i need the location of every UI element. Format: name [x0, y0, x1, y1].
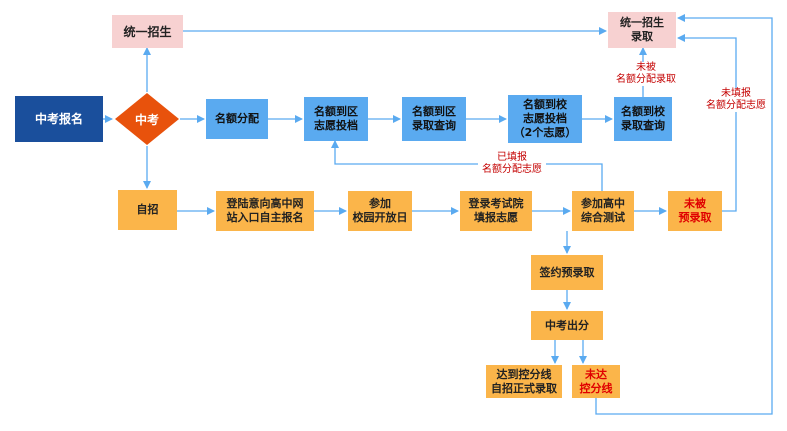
login-register-node: 登陆意向高中网 站入口自主报名: [216, 191, 314, 231]
zhongkao-signup-label: 中考报名: [34, 112, 83, 126]
reach-line-label: 达到控分线 自招正式录取: [491, 367, 557, 395]
open-day-node: 参加 校园开放日: [348, 191, 412, 231]
note-filled-quota: 已填报 名额分配志愿: [478, 152, 546, 176]
reach-line-node: 达到控分线 自招正式录取: [486, 365, 562, 398]
score-release-node: 中考出分: [531, 311, 603, 340]
note-not-quota-admitted: 未被 名额分配录取: [612, 62, 680, 86]
quota-district-apply-label: 名额到区 志愿投档: [314, 105, 358, 132]
not-pre-admitted-label: 未被 预录取: [678, 197, 712, 224]
sign-pre-admit-node: 签约预录取: [531, 255, 603, 290]
not-reach-line-node: 未达 控分线: [572, 365, 620, 398]
open-day-label: 参加 校园开放日: [352, 197, 408, 224]
quota-district-query-label: 名额到区 录取查询: [412, 105, 456, 132]
quota-district-query-node: 名额到区 录取查询: [402, 97, 466, 141]
note-not-filled-quota: 未填报 名额分配志愿: [702, 88, 770, 112]
zhongkao-decision: 中考: [114, 92, 180, 146]
exam-site-apply-label: 登录考试院 填报志愿: [468, 197, 524, 224]
quota-alloc-label: 名额分配: [215, 112, 259, 125]
zhongkao-label: 中考: [134, 112, 159, 127]
quota-school-apply-label: 名额到校 志愿投档 （2个志愿）: [513, 98, 577, 139]
unified-recruit-label: 统一招生: [123, 24, 172, 39]
score-release-label: 中考出分: [545, 318, 589, 332]
exam-site-apply-node: 登录考试院 填报志愿: [460, 191, 532, 231]
comprehensive-test-label: 参加高中 综合测试: [581, 197, 625, 224]
not-pre-admitted-node: 未被 预录取: [668, 191, 722, 231]
quota-alloc-node: 名额分配: [206, 99, 268, 139]
login-register-label: 登陆意向高中网 站入口自主报名: [226, 197, 304, 224]
zhongkao-signup-node: 中考报名: [15, 96, 103, 142]
quota-school-query-node: 名额到校 录取查询: [614, 97, 672, 141]
quota-school-apply-node: 名额到校 志愿投档 （2个志愿）: [508, 95, 582, 143]
self-recruit-label: 自招: [136, 203, 159, 216]
arrow-notpre-to-admit: [677, 34, 737, 212]
unified-admit-label: 统一招生 录取: [620, 16, 664, 43]
sign-pre-admit-label: 签约预录取: [539, 265, 595, 279]
unified-admit-node: 统一招生 录取: [608, 12, 676, 48]
comprehensive-test-node: 参加高中 综合测试: [572, 191, 634, 231]
arrow-test-back-to-district: [331, 140, 603, 191]
quota-district-apply-node: 名额到区 志愿投档: [304, 97, 368, 141]
arrow-notreach-to-admit: [595, 14, 773, 415]
unified-recruit-node: 统一招生: [112, 15, 183, 48]
self-recruit-node: 自招: [118, 190, 177, 230]
diamond-shape: [115, 93, 179, 145]
quota-school-query-label: 名额到校 录取查询: [621, 105, 665, 132]
not-reach-line-label: 未达 控分线: [579, 367, 613, 395]
